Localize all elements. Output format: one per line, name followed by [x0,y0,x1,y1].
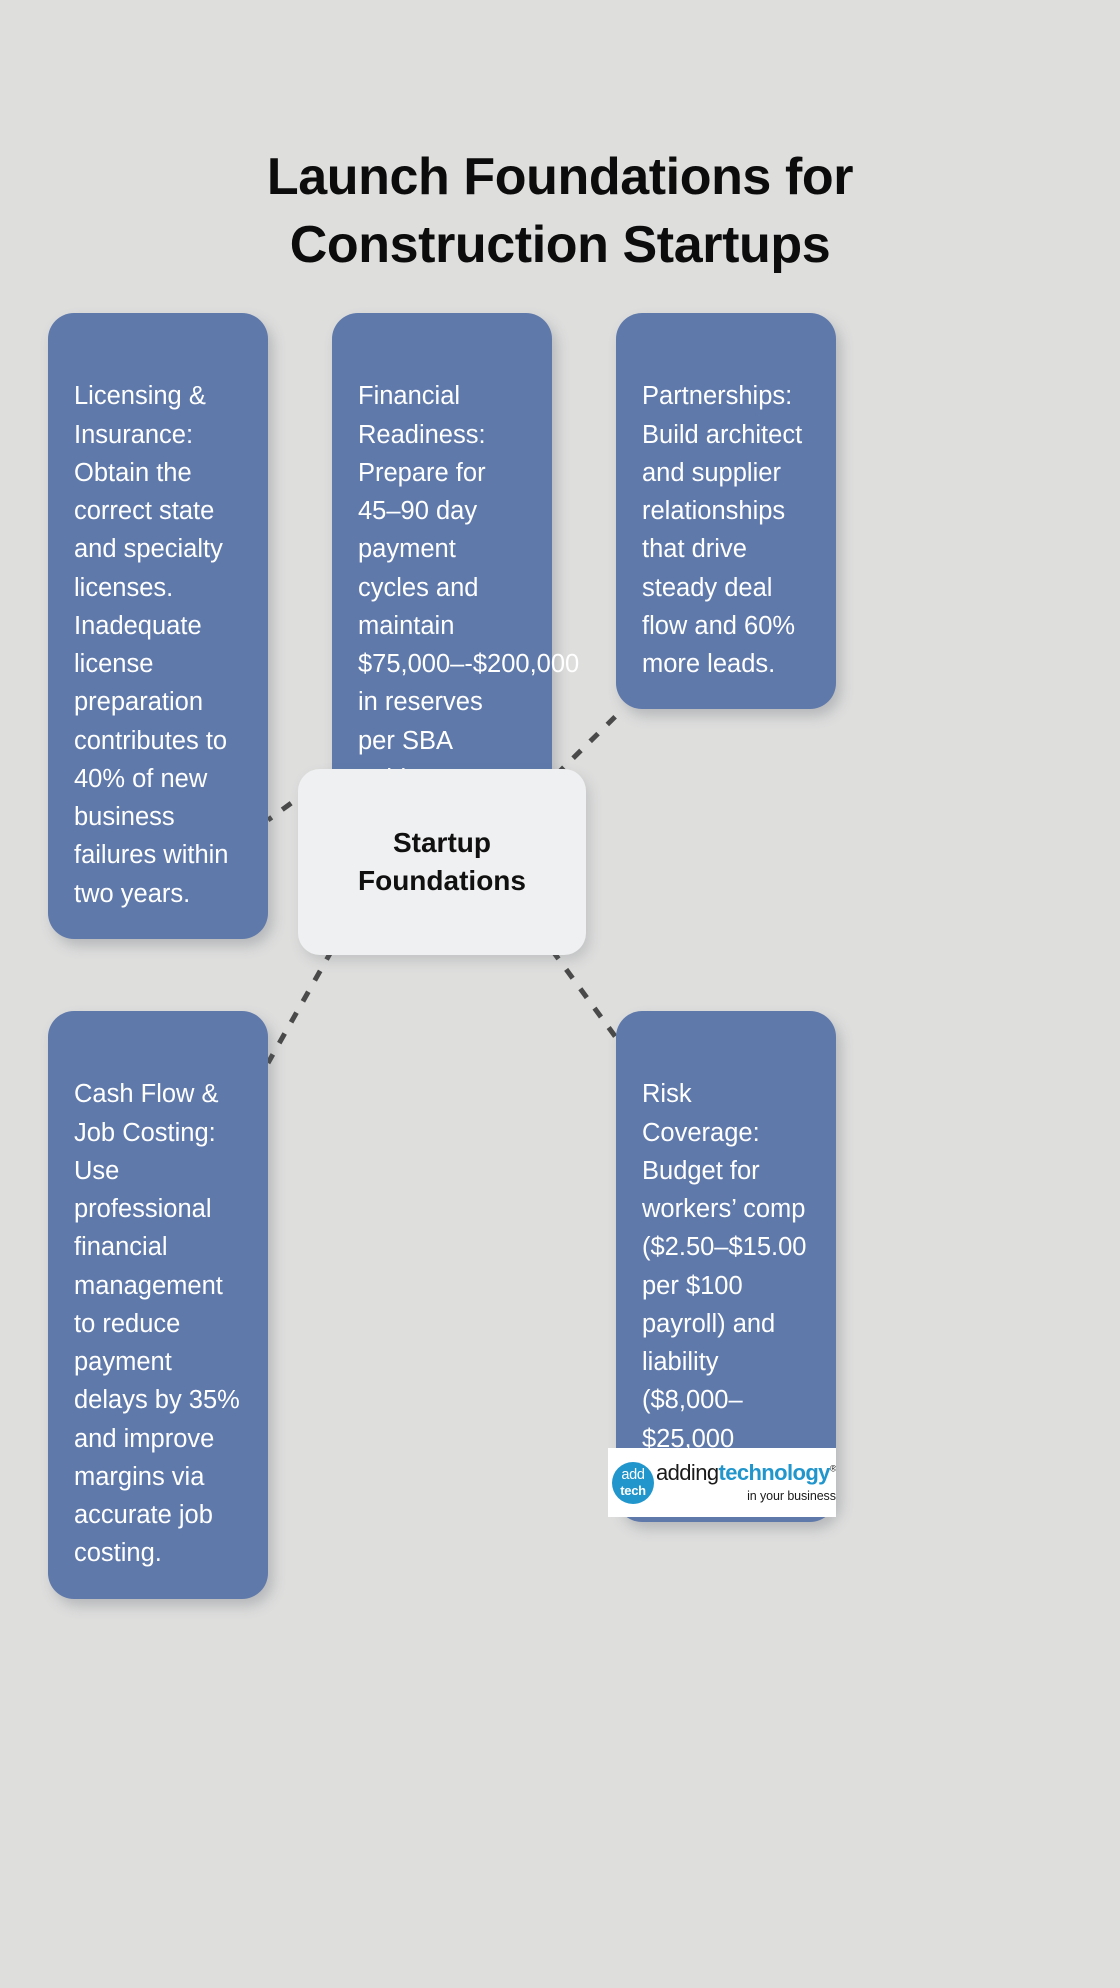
card-cash-flow-job-costing-text: Cash Flow & Job Costing: Use professiona… [74,1080,240,1568]
card-partnerships[interactable]: Partnerships: Build architect and suppli… [616,313,836,710]
addtech-badge-icon: add tech [612,1461,654,1504]
center-node-label: Startup Foundations [358,826,526,896]
logo-wordmark: addingtechnology® [656,1462,836,1484]
connector-to-partnerships [554,708,624,777]
card-licensing-insurance[interactable]: Licensing & Insurance: Obtain the correc… [48,313,268,939]
card-financial-readiness[interactable]: Financial Readiness: Prepare for 45–90 d… [332,313,579,824]
logo-badge-tech-text: tech [620,1482,646,1498]
logo-text-block: addingtechnology® in your business [656,1462,836,1504]
brand-logo: add tech addingtechnology® in your busin… [608,1448,836,1517]
logo-registered-mark: ® [829,1463,836,1474]
card-cash-flow-job-costing[interactable]: Cash Flow & Job Costing: Use professiona… [48,1011,268,1599]
center-node[interactable]: Startup Foundations [298,769,586,955]
connector-to-risk-coverage [549,948,623,1045]
connector-to-cash-flow-job-costing [265,948,335,1065]
logo-badge-add-text: add [621,1467,645,1484]
page-title-line-1: Launch Foundations for [266,147,854,206]
card-licensing-insurance-text: Licensing & Insurance: Obtain the correc… [74,382,229,908]
logo-word-technology: technology [718,1460,830,1485]
card-risk-coverage-text: Risk Coverage: Budget for workers’ comp … [642,1080,807,1491]
card-risk-coverage[interactable]: Risk Coverage: Budget for workers’ comp … [616,1011,836,1522]
card-financial-readiness-text: Financial Readiness: Prepare for 45–90 d… [358,382,580,793]
logo-tagline: in your business [747,1489,836,1503]
page-title: Launch Foundations for Construction Star… [0,143,1120,280]
card-partnerships-text: Partnerships: Build architect and suppli… [642,382,803,678]
logo-word-adding: adding [656,1460,719,1485]
page-title-line-2: Construction Startups [289,216,831,275]
